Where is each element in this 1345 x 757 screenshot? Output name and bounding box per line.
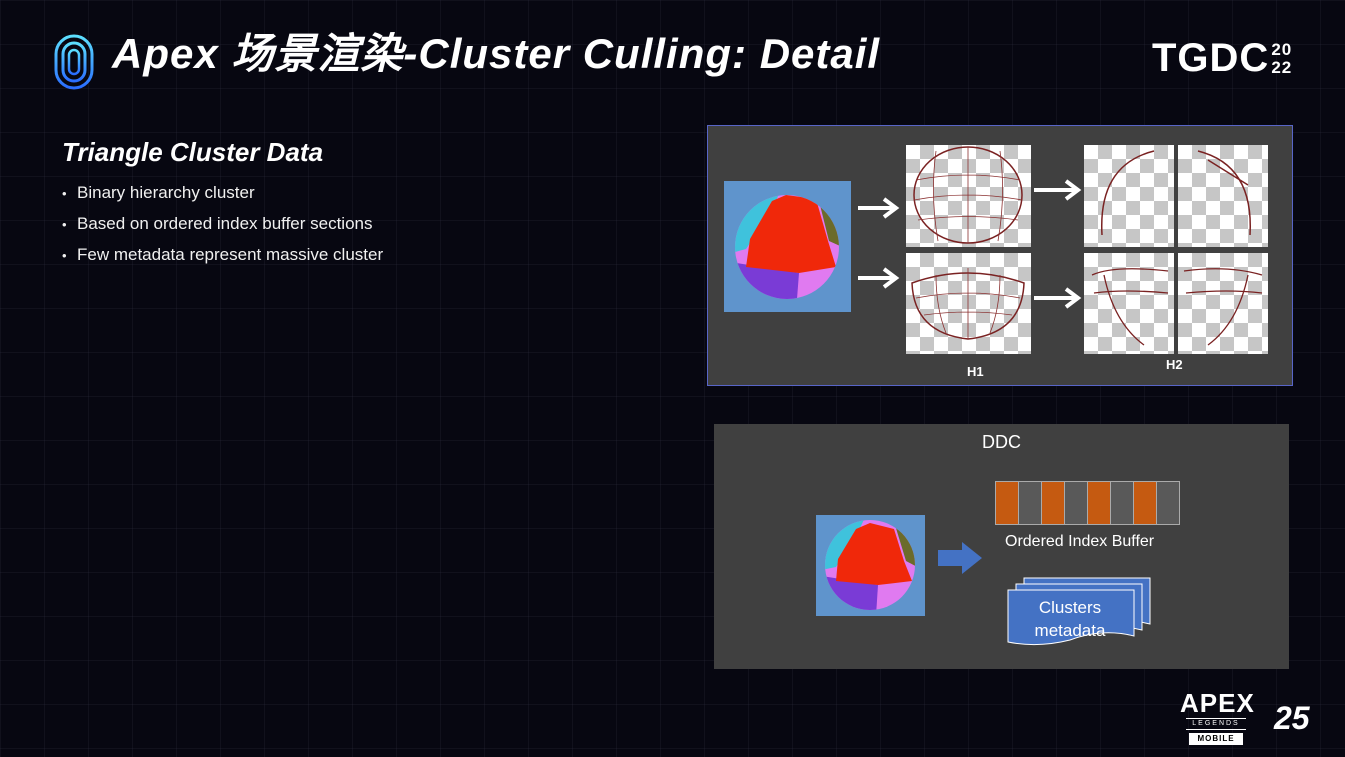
h1-top-cluster-image: [906, 145, 1031, 247]
tgdc-logo-text: TGDC: [1152, 36, 1270, 80]
ddc-diagram: DDC Ordered Index Buffer Clusters metada…: [714, 424, 1289, 669]
mobile-logo-text: MOBILE: [1189, 733, 1243, 745]
page-number: 25: [1274, 700, 1310, 736]
block-arrow-icon: [938, 542, 982, 574]
cluster-sphere-image: [724, 181, 851, 312]
buffer-cell-gray: [1157, 482, 1179, 524]
cluster-sphere-icon: [825, 520, 915, 610]
label-h2: H2: [1166, 357, 1183, 372]
ddc-sphere-image: [816, 515, 925, 616]
buffer-cell-gray: [1111, 482, 1134, 524]
wireframe-hemisphere-icon: [913, 146, 1023, 244]
buffer-cell-gray: [1019, 482, 1042, 524]
apex-legends-mobile-logo: APEX LEGENDS MOBILE: [1180, 688, 1255, 750]
ordered-index-buffer: [995, 481, 1180, 525]
metadata-line-2: metadata: [1034, 621, 1106, 640]
wireframe-quarter-icon: [1101, 150, 1155, 236]
title-badge-icon: [54, 34, 94, 90]
arrow-right-icon: [1034, 179, 1082, 201]
buffer-cell-orange: [996, 482, 1019, 524]
bullet-item: Few metadata represent massive cluster: [62, 240, 383, 271]
h1-bottom-cluster-image: [906, 253, 1031, 354]
tgdc-year-top: 20: [1271, 40, 1293, 59]
wireframe-quarter-icon: [1197, 150, 1251, 236]
buffer-cell-orange: [1134, 482, 1157, 524]
page-title: Apex 场景渲染-Cluster Culling: Detail: [112, 30, 881, 77]
h2-cluster-image-3: [1084, 253, 1174, 354]
bullet-item: Based on ordered index buffer sections: [62, 209, 383, 240]
wireframe-quarter-icon: [1091, 268, 1169, 346]
tgdc-year-bottom: 22: [1271, 58, 1293, 77]
arrow-right-icon: [858, 197, 900, 219]
section-title: Triangle Cluster Data: [62, 137, 324, 167]
apex-logo-text: APEX: [1180, 688, 1255, 718]
arrow-right-icon: [858, 267, 900, 289]
metadata-line-1: Clusters: [1038, 598, 1102, 617]
legends-logo-text: LEGENDS: [1186, 718, 1246, 730]
bullet-item: Binary hierarchy cluster: [62, 178, 383, 209]
wireframe-bowl-icon: [911, 268, 1025, 340]
wireframe-quarter-icon: [1183, 268, 1263, 346]
buffer-label: Ordered Index Buffer: [1005, 533, 1155, 550]
buffer-cell-orange: [1042, 482, 1065, 524]
clusters-metadata-label: Clusters metadata: [1010, 596, 1130, 642]
h2-cluster-image-1: [1084, 145, 1174, 247]
ddc-title: DDC: [982, 432, 1021, 452]
bullet-list: Binary hierarchy cluster Based on ordere…: [62, 178, 383, 271]
buffer-cell-orange: [1088, 482, 1111, 524]
label-h1: H1: [967, 364, 984, 379]
buffer-cell-gray: [1065, 482, 1088, 524]
h2-cluster-image-2: [1178, 145, 1268, 247]
arrow-right-icon: [1034, 287, 1082, 309]
hierarchy-diagram: H1 H2: [707, 125, 1293, 386]
cluster-sphere-icon: [735, 195, 839, 299]
clusters-metadata-stack: [1007, 577, 1151, 646]
h2-cluster-image-4: [1178, 253, 1268, 354]
